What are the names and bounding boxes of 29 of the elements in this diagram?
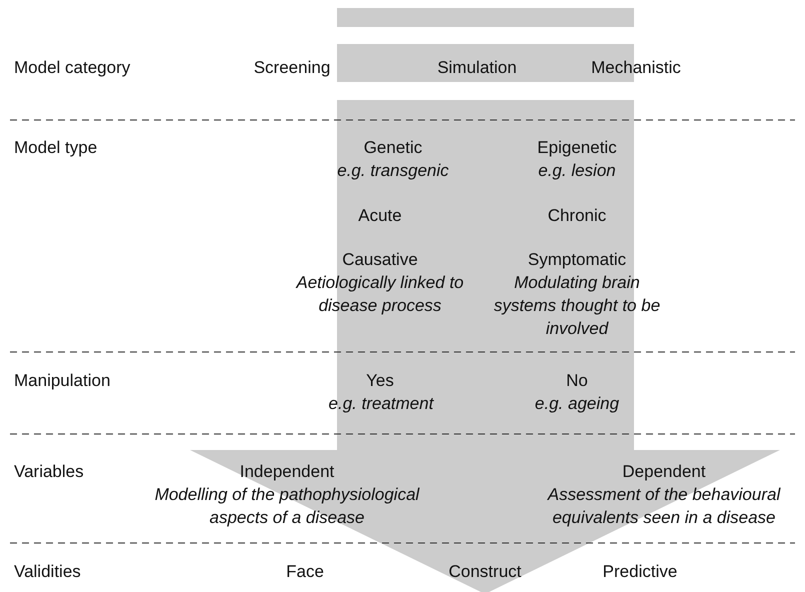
category: Simulation bbox=[437, 57, 517, 79]
validity-label: Face bbox=[286, 561, 324, 583]
validity-label: Construct bbox=[448, 561, 522, 583]
validity-label: Predictive bbox=[602, 561, 678, 583]
type-heading: Symptomatic bbox=[528, 249, 626, 271]
variable-heading: Independent bbox=[240, 461, 334, 483]
row-heading: Validities bbox=[14, 561, 81, 583]
example-text: e.g. ageing bbox=[534, 393, 620, 415]
row-heading: Model type bbox=[14, 137, 98, 159]
variable-heading: Dependent bbox=[622, 461, 706, 483]
type-heading: Acute bbox=[358, 205, 402, 227]
example-text: e.g. transgenic bbox=[337, 160, 449, 182]
category: Mechanistic bbox=[591, 57, 681, 79]
description-text: Assessment of the behavioural equivalents seen in a disease bbox=[546, 484, 782, 529]
example-text: e.g. treatment bbox=[328, 393, 434, 415]
row-heading: Model category bbox=[14, 57, 130, 79]
row-heading: Manipulation bbox=[14, 370, 110, 392]
row-heading: Variables bbox=[14, 461, 84, 483]
description-text: Aetiologically linked to disease process bbox=[294, 272, 465, 317]
description-text: Modelling of the pathophysiological aspects of a disease bbox=[154, 484, 421, 529]
option-heading: Yes bbox=[366, 370, 394, 392]
category: Screening bbox=[254, 57, 330, 79]
description-text: Modulating brain systems thought to be involved bbox=[492, 272, 662, 340]
type-heading: Chronic bbox=[548, 205, 606, 227]
example-text: e.g. lesion bbox=[538, 160, 616, 182]
type-heading: Epigenetic bbox=[537, 137, 617, 159]
option-heading: No bbox=[566, 370, 588, 392]
type-heading: Genetic bbox=[364, 137, 422, 159]
type-heading: Causative bbox=[342, 249, 418, 271]
